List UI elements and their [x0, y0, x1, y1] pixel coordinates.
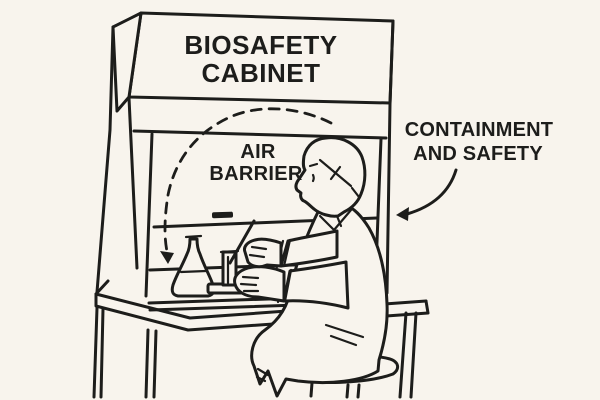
far-arm [228, 219, 339, 269]
desk-leg-front-left [92, 306, 105, 399]
air-barrier-label-line2: BARRIER [209, 163, 302, 185]
stool-legs [309, 381, 361, 399]
flask-mouth [184, 234, 203, 239]
line-art [92, 11, 458, 399]
near-arm [233, 260, 350, 310]
callout-arrow-icon [396, 168, 458, 221]
scientist [228, 136, 389, 398]
desk-leg-back-left [144, 328, 158, 399]
air-barrier-arrow-icon [160, 107, 333, 264]
far-hand-fingers [248, 245, 268, 259]
cabinet-right-outer-edge [385, 19, 395, 295]
desk-leg-right [398, 311, 418, 399]
cap-crease-cross [329, 165, 342, 181]
cabinet-title-line1: BIOSAFETY [184, 30, 337, 60]
cabinet-left-outer-edge [95, 25, 115, 294]
flask-liquid-line [179, 269, 208, 274]
near-hand-fingers [239, 275, 260, 293]
face-and-cap-details [308, 158, 361, 228]
air-barrier-arrowhead [160, 251, 174, 264]
flask-body [170, 237, 216, 298]
sash-level-marker [211, 211, 234, 219]
coat-collar [318, 208, 353, 232]
callout-arrow-curve [405, 168, 458, 216]
head [294, 136, 367, 218]
pipette [228, 219, 256, 265]
cabinet-header-side [111, 11, 143, 113]
callout-label-line1: CONTAINMENT [405, 119, 553, 141]
neck-line [335, 214, 343, 228]
desk-thickness [94, 292, 430, 332]
coat-fold-lines [324, 323, 365, 347]
cabinet-title-line2: CABINET [201, 58, 320, 88]
erlenmeyer-flask [170, 234, 216, 298]
callout-arrowhead [396, 207, 409, 221]
labels: BIOSAFETY CABINET AIR BARRIER CONTAINMEN… [184, 30, 553, 185]
eye [311, 173, 315, 183]
far-hand [243, 237, 283, 269]
callout-label-line2: AND SAFETY [413, 143, 543, 165]
air-barrier-dashed-arc [163, 107, 333, 258]
knee-fold-lines [255, 367, 270, 383]
air-barrier-label-line1: AIR [240, 141, 276, 163]
cabinet-opening-left-edge [144, 132, 154, 298]
sash-band-line [132, 129, 388, 140]
cabinet-left-corner-edge [127, 96, 139, 270]
cap-crease-back [350, 186, 361, 199]
eyebrow [308, 162, 319, 168]
